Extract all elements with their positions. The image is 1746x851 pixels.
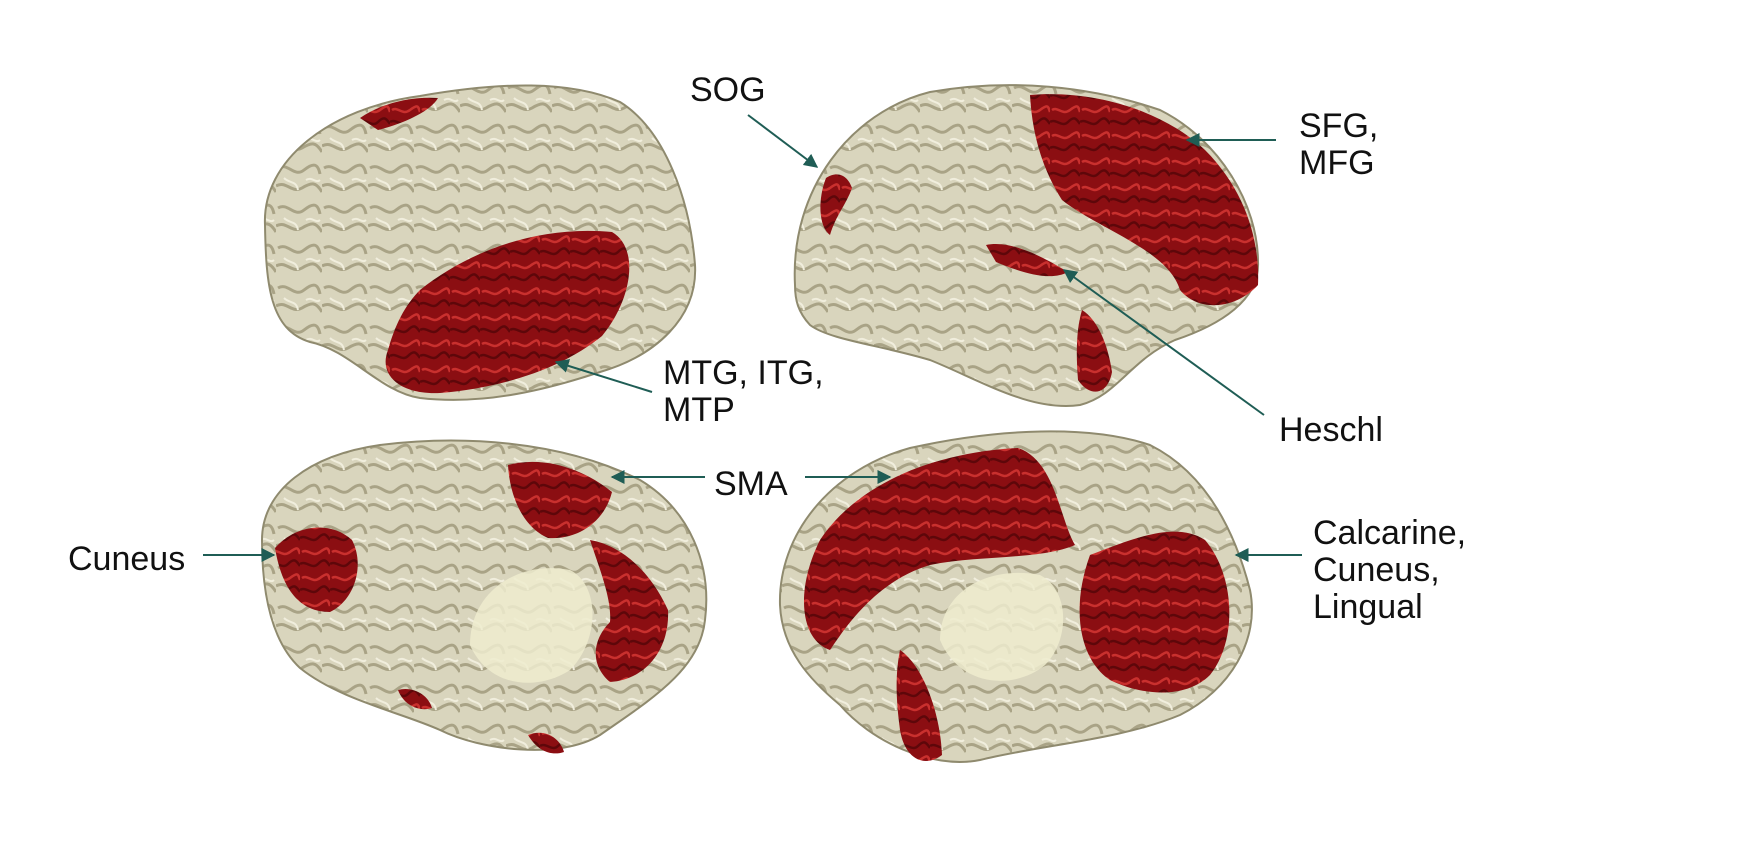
sfg-mfg-label: SFG, MFG: [1299, 108, 1378, 182]
sfg-mfg-line-2: MFG: [1299, 145, 1378, 182]
calcarine-line-2: Cuneus,: [1313, 552, 1466, 589]
calcarine-line-1: Calcarine,: [1313, 515, 1466, 552]
sfg-mfg-line-1: SFG,: [1299, 108, 1378, 145]
heschl-label: Heschl: [1279, 412, 1383, 449]
cuneus-label: Cuneus: [68, 541, 185, 578]
left-lateral-hemisphere: [265, 85, 695, 399]
mtg-itg-mtp-line-2: MTP: [663, 392, 824, 429]
sma-label: SMA: [714, 466, 788, 503]
left-medial-hemisphere: [262, 441, 706, 754]
calcarine-line-3: Lingual: [1313, 589, 1466, 626]
mtg-itg-mtp-label: MTG, ITG, MTP: [663, 355, 824, 429]
sog-arrow: [748, 115, 817, 167]
right-lateral-hemisphere: [795, 85, 1258, 406]
mtg-itg-mtp-line-1: MTG, ITG,: [663, 355, 824, 392]
sog-label: SOG: [690, 72, 766, 109]
right-medial-hemisphere: [780, 431, 1252, 762]
calcarine-cuneus-lingual-label: Calcarine, Cuneus, Lingual: [1313, 515, 1466, 626]
